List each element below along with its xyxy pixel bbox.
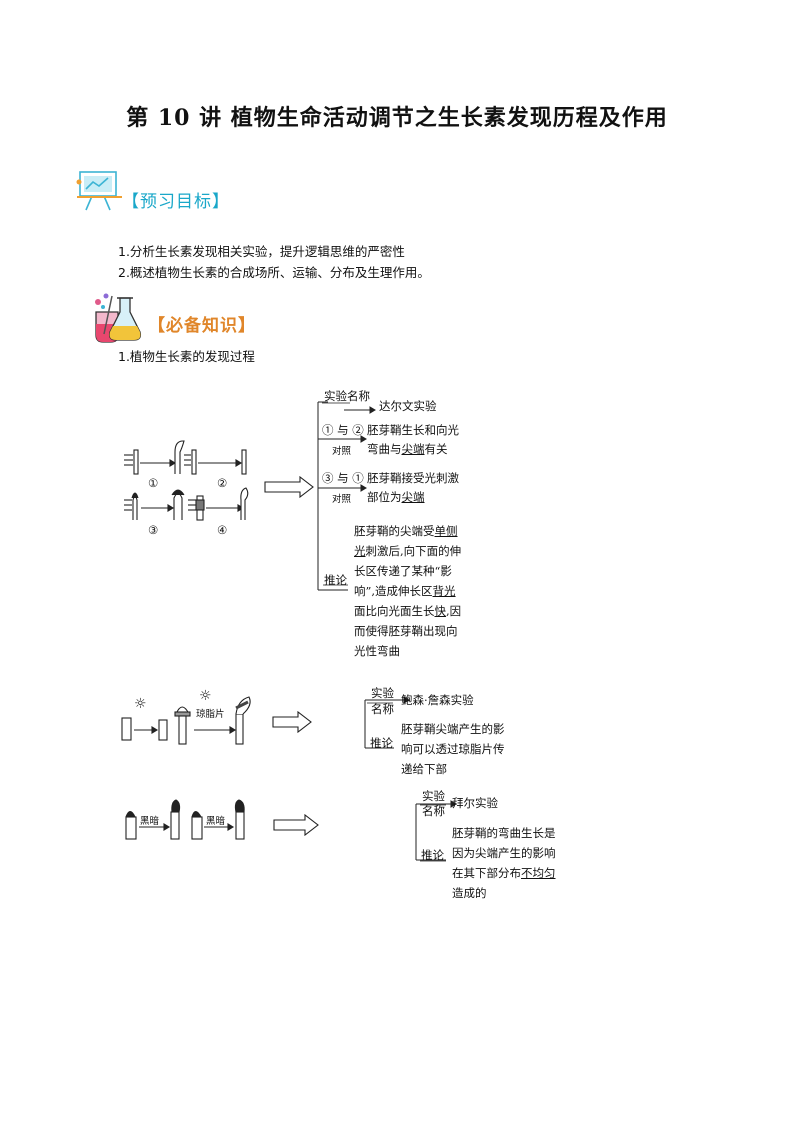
infer-line: 长区传递了某种“影 [354,564,452,578]
big-arrow [273,813,319,837]
page-title: 第 10 讲 植物生命活动调节之生长素发现历程及作用 [126,105,668,131]
exp1-c12-line1: 胚芽鞘生长和向光 [367,423,459,437]
exp1-compare-label: 对照 [332,446,352,457]
lab-flask-icon [95,293,142,343]
darwin-figure [124,440,249,521]
exp2-infer-text: 胚芽鞘尖端产生的影 响可以透过琼脂片传 递给下部 [401,719,505,779]
exp1-name-value: 达尔文实验 [379,399,437,413]
light-rays-icon [124,499,132,511]
exp3-infer-label: 推论 [421,848,444,862]
big-arrow [264,475,314,499]
exp2-infer-label: 推论 [370,736,393,750]
exp3-infer-text: 胚芽鞘的弯曲生长是 因为尖端产生的影响 在其下部分布不均匀 造成的 [452,823,556,903]
exp2-name-value: 鲍森·詹森实验 [401,693,474,707]
infer-line: 胚芽鞘尖端产生的影 [401,722,505,736]
infer-line: 响”,造成伸长区背光 [354,584,456,598]
section-essential-knowledge: 【必备知识】 [148,316,256,336]
infer-line: 因为尖端产生的影响 [452,846,556,860]
exp1-c31-line2: 部位为尖端 [367,490,425,504]
sun-icon: ☼ [199,688,212,704]
infer-line: 胚芽鞘的尖端受单侧 [354,524,458,538]
exp1-infer-label: 推论 [324,573,347,587]
exp1-compare-label-2: 对照 [332,494,352,505]
figure-label-2: ② [217,476,228,490]
exp1-c31-line1: 胚芽鞘接受光刺激 [367,471,459,485]
infer-line: 胚芽鞘的弯曲生长是 [452,826,556,840]
infer-line: 造成的 [452,886,487,900]
light-rays-icon [184,454,191,466]
infer-line: 面比向光面生长快,因 [354,604,462,618]
light-rays-icon [124,454,133,466]
dark-label: 黑暗 [140,816,160,827]
infer-line: 响可以透过琼脂片传 [401,742,505,756]
figure-label-3: ③ [148,523,159,537]
infer-line: 光性弯曲 [354,644,400,658]
exp1-c12-line2: 弯曲与尖端有关 [367,442,448,456]
infer-line: 而使得胚芽鞘出现向 [354,624,458,638]
infer-line: 递给下部 [401,762,447,776]
dark-label: 黑暗 [206,816,226,827]
goal-item-1: 1.分析生长素发现相关实验，提升逻辑思维的严密性 [118,244,405,259]
section-preview-goals: 【预习目标】 [122,192,230,212]
figure-label-4: ④ [217,523,228,537]
agar-label: 琼脂片 [196,709,225,720]
big-arrow [272,710,312,734]
figure-label-1: ① [148,476,159,490]
goal-item-2: 2.概述植物生长素的合成场所、运输、分布及生理作用。 [118,265,430,280]
exp1-compare-31: ③ 与 ① [322,471,364,485]
light-rays-icon [188,499,196,511]
sun-icon: ☼ [134,696,147,712]
infer-line: 在其下部分布不均匀 [452,866,556,880]
exp3-name-label-2: 名称 [422,804,445,818]
subheading: 1.植物生长素的发现过程 [118,349,255,364]
exp3-name-label-1: 实验 [422,789,445,803]
exp2-name-label-2: 名称 [371,702,394,716]
exp1-compare-12: ① 与 ② [322,423,364,437]
presentation-board-icon [76,171,122,211]
exp2-name-label-1: 实验 [371,686,394,700]
exp1-infer-text: 胚芽鞘的尖端受单侧 光刺激后,向下面的伸 长区传递了某种“影 响”,造成伸长区背… [354,521,461,661]
exp3-name-value: 拜尔实验 [452,796,498,810]
infer-line: 光刺激后,向下面的伸 [354,544,462,558]
exp1-name-label: 实验名称 [324,389,370,403]
